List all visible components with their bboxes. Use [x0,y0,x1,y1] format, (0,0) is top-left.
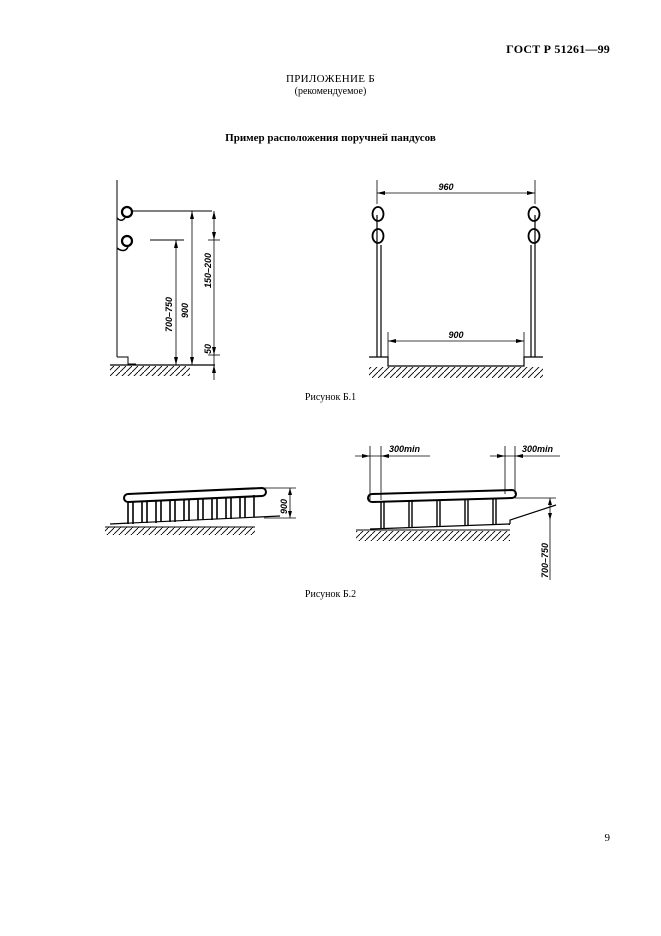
page-number: 9 [604,832,611,844]
figure2-ramp-extended-rail [355,446,560,580]
figure1-side-view [110,180,220,380]
figure2-caption: Рисунок Б.2 [304,589,357,600]
dim-900-side: 900 [180,303,190,318]
appendix-subtitle: (рекомендуемое) [294,86,367,97]
standard-number: ГОСТ Р 51261—99 [506,42,610,56]
dim-50: 50 [203,344,213,354]
dim-900-ramp: 900 [279,499,289,514]
figure-title: Пример расположения поручней пандусов [225,132,436,144]
figure1-front-view [369,180,543,378]
dim-150-200: 150–200 [203,253,213,288]
dim-300min-right: 300min [522,444,554,454]
dim-900-front: 900 [448,330,463,340]
figure1-caption: Рисунок Б.1 [304,392,357,403]
appendix-title: ПРИЛОЖЕНИЕ Б [286,73,375,85]
dim-700-750-side: 700–750 [164,297,174,332]
dim-300min-left: 300min [389,444,421,454]
figure2-ramp-balusters [105,486,296,535]
dim-960: 960 [438,182,453,192]
dim-700-750-ramp: 700–750 [540,543,550,578]
